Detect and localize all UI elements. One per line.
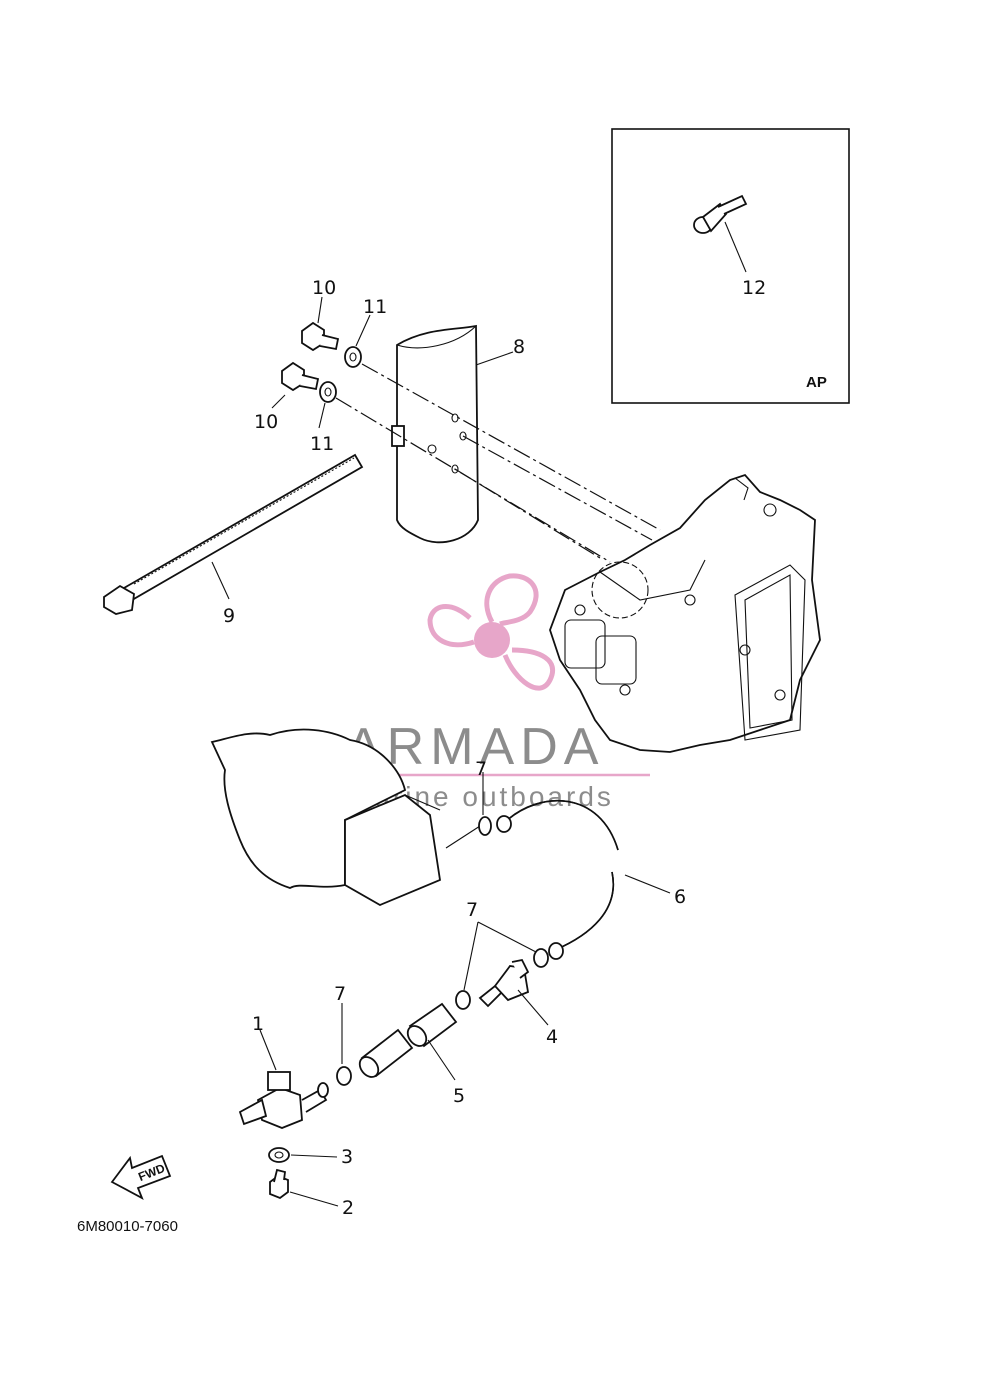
callout-6: 6 (674, 886, 686, 908)
part-7-clip-middle-a (533, 948, 549, 968)
part-8-cover (391, 324, 479, 544)
part-7-clip-lower (336, 1066, 352, 1086)
part-10-bolt-lower (281, 361, 320, 392)
part-2-bolt (269, 1168, 289, 1200)
fwd-arrow-icon (110, 1154, 172, 1200)
callout-10-upper: 10 (312, 277, 336, 299)
part-7-clip-upper (478, 816, 492, 836)
part-5-joint-hose-a (358, 1028, 414, 1078)
part-1-fuel-joint (238, 1071, 329, 1129)
diagram-code: 6M80010-7060 (77, 1218, 178, 1235)
callout-7-middle: 7 (466, 899, 478, 921)
fuel-tank-housing (210, 728, 441, 907)
part-5-joint-hose-b (406, 1002, 458, 1048)
callout-12: 12 (742, 277, 766, 299)
callout-3: 3 (341, 1146, 353, 1168)
callout-7-lower: 7 (334, 983, 346, 1005)
part-11-washer-upper (344, 346, 362, 368)
callout-8: 8 (513, 336, 525, 358)
part-7-clip-middle-b (455, 990, 471, 1010)
inset-box: 12 AP (611, 128, 850, 404)
callout-4: 4 (546, 1026, 558, 1048)
inset-tag: AP (806, 374, 827, 391)
watermark-logo (427, 573, 555, 691)
callout-2: 2 (342, 1197, 354, 1219)
callout-1: 1 (252, 1013, 264, 1035)
callout-7-upper: 7 (475, 758, 487, 780)
callout-11-lower: 11 (310, 433, 334, 455)
callout-5: 5 (453, 1085, 465, 1107)
part-3-washer (268, 1147, 290, 1163)
part-4-fuel-filter (478, 958, 530, 1008)
part-9-cable-tie (103, 453, 364, 615)
callout-10-lower: 10 (254, 411, 278, 433)
part-10-bolt-upper (301, 321, 340, 352)
part-11-washer-lower (319, 381, 337, 403)
part-6-hose (496, 799, 619, 960)
callout-9: 9 (223, 605, 235, 627)
part-12-fitting (693, 194, 748, 234)
engine-block (549, 473, 821, 753)
callout-11-upper: 11 (363, 296, 387, 318)
